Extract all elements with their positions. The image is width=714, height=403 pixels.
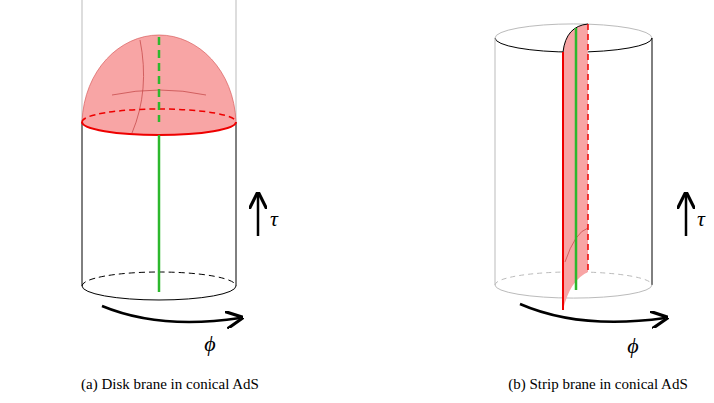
disk-cylinder	[82, 0, 258, 322]
axis-label: ϕ	[627, 335, 638, 357]
strip-cylinder	[495, 24, 686, 322]
axis-label: τ	[270, 208, 278, 230]
caption: (a) Disk brane in conical AdS	[81, 377, 259, 392]
axis-label: τ	[697, 208, 705, 230]
axis-label: ϕ	[204, 333, 215, 355]
caption: (b) Strip brane in conical AdS	[508, 377, 688, 392]
